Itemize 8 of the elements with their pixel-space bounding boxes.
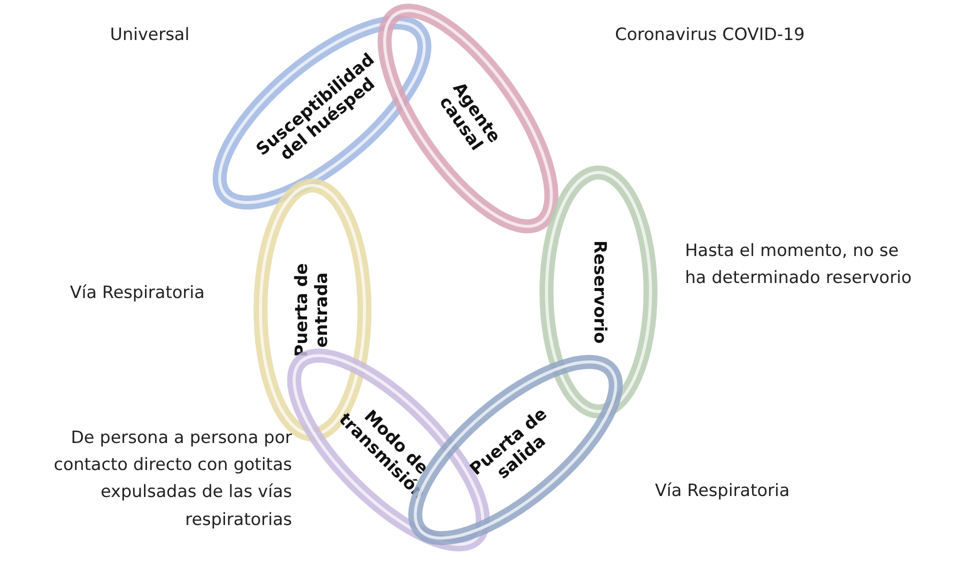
description-text: Vía Respiratoria — [655, 480, 791, 503]
link-label: Reservorio — [588, 239, 608, 346]
description-text: Universal — [110, 24, 190, 47]
description-text: Coronavirus COVID-19 — [615, 24, 806, 47]
description-text: Hasta el momento, no se ha determinado reservorio — [685, 240, 913, 290]
description-text: Vía Respiratoria — [70, 282, 206, 305]
description-text: De persona a persona por contacto directo con gotitas expulsadas de las vías respiratorias — [52, 427, 292, 532]
link-label: Puerta de entrada — [292, 262, 332, 359]
